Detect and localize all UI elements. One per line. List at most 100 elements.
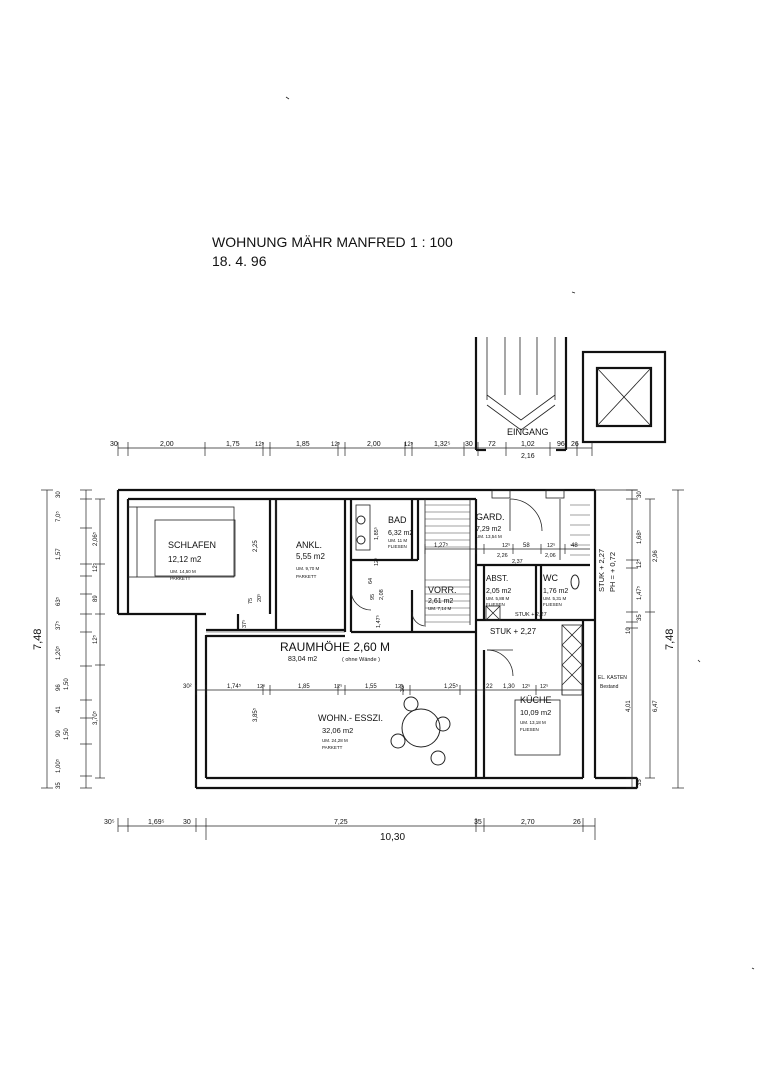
room-bad-area: 6,32 m2 [388,530,413,537]
dim-mid-10: 12⁵ [522,683,530,690]
room-schlafen-detail: UM. 14,50 M [170,569,196,574]
hatched-strip [206,500,345,633]
upper-mid-dimension-chain [424,544,590,554]
room-abst-detail: UM. 5,88 M [486,596,510,601]
dim-left-outer-1: 7,0⁵ [55,511,62,522]
dim-top-4: 1,85 [296,441,310,448]
dim-left-outer-6: 96 [56,684,62,691]
scan-mark [697,659,701,663]
dim-bottom-4: 35 [474,819,482,826]
plan-scale: 1 : 100 [410,234,453,250]
dim-bottom-total: 10,30 [380,832,405,843]
dim-bottom-3: 7,25 [334,819,348,826]
dim-mid-4: 12⁵ [334,683,342,690]
mid-dimension-chain [195,685,583,695]
dining-table [401,708,441,748]
dim-left-inner-6: 3,70⁵ [92,710,99,725]
dim-top-13: 26 [571,441,579,448]
room-wohn-floor: PARKETT [322,745,343,750]
dim-mid-7: 1,25⁵ [444,683,459,690]
dim-bottom-1: 1,69⁵ [148,819,165,826]
room-bad-name: BAD [388,515,407,525]
scan-mark [751,967,755,970]
dim-mid-upper-0: 1,27⁵ [434,542,449,549]
dim-right-outer-5: 10 [626,627,632,634]
dim-top-7: 12⁵ [404,441,414,448]
dim-mid-upper-3: 12⁵ [547,542,555,549]
dim-left-inner-2: 89 [93,595,99,602]
room-schlafen-area: 12,12 m2 [168,555,202,564]
entrance-corridor [474,337,568,452]
dim-top-6: 2,00 [367,441,381,448]
dim-top-11: 1,02 [521,441,535,448]
dim-right-outer-2: 12⁵ [636,558,643,568]
dim-interior-4: 20⁵ [256,594,263,602]
dim-mid-8: 22 [486,684,493,690]
dim-bottom-6: 26 [573,819,581,826]
dim-right-inner-1: 6,47 [653,700,659,712]
furniture [154,504,580,766]
dim-interior-1: 1,85⁵ [373,527,380,540]
interior-walls [128,499,595,778]
dim-interior-7: 95 [370,594,376,600]
right-dimension-chain [626,489,684,789]
room-bad-floor: FLIESEN [388,544,407,549]
dim-right-total: 7,48 [664,629,676,650]
room-wc-area: 1,76 m2 [543,588,568,595]
ceiling-height: RAUMHÖHE 2,60 M [280,640,390,654]
room-ankl-name: ANKL. [296,540,322,550]
dim-top-5: 12⁵ [331,441,341,448]
room-ankl-detail: UM. 9,70 M [296,566,320,571]
room-vorr-detail: UM. 7,14 M [428,606,452,611]
total-area: 83,04 m2 [288,656,317,663]
room-kueche-floor: FLIESEN [520,727,539,732]
scan-mark [571,291,576,294]
room-kueche-detail: UM. 13,18 M [520,720,546,725]
room-schlafen-name: SCHLAFEN [168,540,216,550]
dim-interior-11: 36⁵ [399,684,406,692]
dim-interior-9: 1,47⁵ [375,615,382,628]
room-gard-name: GARD. [476,512,505,522]
dim-top-9: 30 [465,441,473,448]
dim-mid-0: 30² [183,684,192,690]
room-abst-floor: FLIESEN [486,602,505,607]
dim-left-inner-1: 12⁵ [92,562,99,572]
room-wohn-area: 32,06 m2 [322,726,353,735]
dim-right-outer-1: 1,68⁵ [636,529,643,544]
dim-left-outer-5: 1,20⁵ [55,645,62,660]
room-vorr-name: VORR. [428,585,457,595]
room-abst-area: 2,05 m2 [486,588,511,595]
dim-interior-3: 75 [248,598,254,604]
dim-mid-5: 1,55 [365,684,377,690]
dim-mid-2: 12⁵ [257,683,265,690]
room-wc-floor: FLIESEN [543,602,562,607]
dim-mid-upper-sub-0: 2,26 [497,553,508,559]
dim-mid-upper-sub-2: 2,37 [512,559,523,565]
dim-right-outer-7: 35 [637,779,643,786]
room-vorr-area: 2,61 m2 [428,598,453,605]
doors [350,498,543,677]
stuk-label-b: STUK + 2,27 [490,627,537,636]
dim-mid-3: 1,85 [298,684,310,690]
dim-right-outer-3: 1,47⁵ [636,585,643,600]
room-ankl-area: 5,55 m2 [296,552,325,561]
dim-mid-1: 1,74⁵ [227,683,242,690]
dim-right-outer-6: 4,01 [626,700,632,712]
room-gard-area: 7,29 m2 [476,526,501,533]
dim-interior-5: 37⁵ [241,620,248,628]
dim-mid-11: 12⁵ [540,683,548,690]
dim-top-10: 72 [488,441,496,448]
room-gard-detail: UM. 13,54 M [476,534,502,539]
dim-interior-2: 12⁵ [373,558,380,566]
dim-mid-upper-1: 12⁵ [502,542,510,549]
left-dimension-chain [41,489,105,789]
dim-left-inner-5: 1,50 [64,728,70,740]
dim-right-inner-0: 2,96 [653,550,659,562]
bottom-dimension-chain [117,818,596,840]
dim-left-outer-7: 41 [56,706,62,713]
dim-mid-upper-sub-1: 2,06 [545,553,556,559]
dim-left-total: 7,48 [32,629,44,650]
dim-mid-upper-2: 58 [523,543,530,549]
plan-date: 18. 4. 96 [212,253,267,269]
